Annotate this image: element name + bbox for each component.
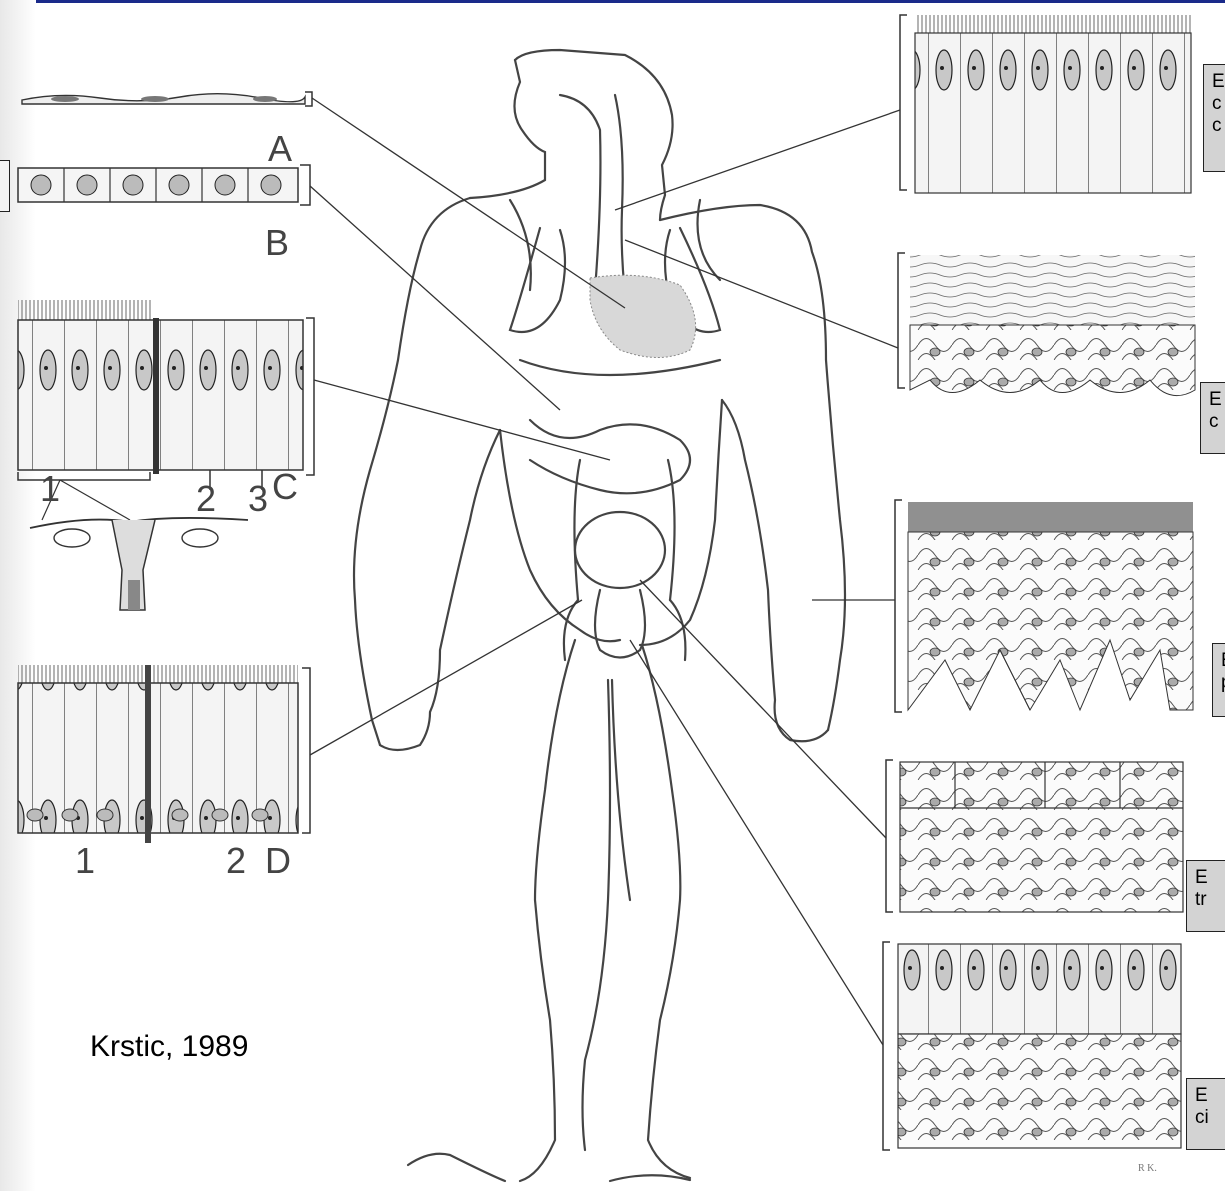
artist-signature: R K. (1138, 1163, 1157, 1174)
panel-d-sub-1: 1 (75, 840, 95, 882)
panel-c-simple-columnar (18, 300, 314, 610)
panel-c-label: C (272, 466, 298, 508)
cropped-left-box (0, 160, 10, 212)
panel-c-sub-1: 1 (40, 468, 60, 510)
panel-r2-stratified-squamous-keratinized (898, 253, 1195, 396)
panel-b-label: B (265, 222, 289, 264)
panel-r5-stratified-columnar (883, 942, 1181, 1150)
leader-lines (310, 98, 900, 1045)
panel-r4-transitional (886, 760, 1183, 912)
panel-a-label: A (268, 128, 292, 170)
panel-r1-pseudostratified-ciliated (900, 15, 1191, 193)
label-box-3: Ep (1212, 643, 1225, 717)
panel-b-simple-cuboidal (18, 165, 310, 205)
panel-c-sub-3: 3 (248, 478, 268, 520)
human-figure (354, 50, 845, 1181)
credit-text: Krstic, 1989 (90, 1030, 248, 1064)
panel-a-simple-squamous (22, 92, 312, 106)
panel-r3-stratified-squamous (895, 500, 1193, 712)
heart (590, 275, 696, 357)
panel-c-sub-2: 2 (196, 478, 216, 520)
panel-d-pseudostratified (18, 665, 310, 843)
panel-d-label: D (265, 840, 291, 882)
panel-d-sub-2: 2 (226, 840, 246, 882)
